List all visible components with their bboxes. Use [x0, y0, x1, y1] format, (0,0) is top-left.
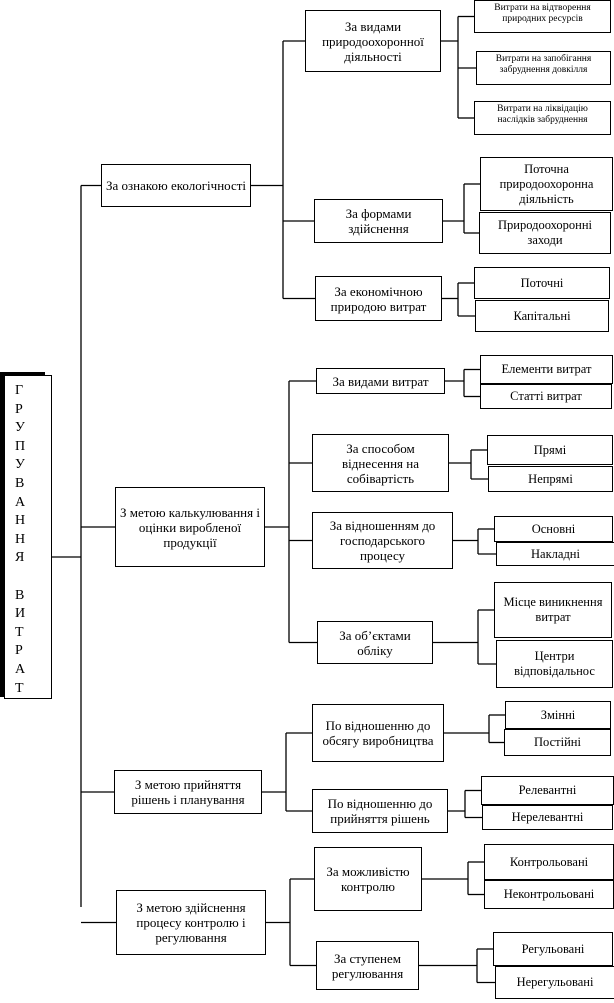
cost-type-box-label: Основні	[531, 521, 576, 536]
subcategory-box-label: За можливістю контролю	[326, 864, 410, 894]
cost-type-box: Витрати на відтворення природних ресурсі…	[474, 0, 611, 33]
cost-type-box: Місце виникнення витрат	[494, 582, 612, 638]
subcategory-box: За можливістю контролю	[314, 847, 422, 911]
subcategory-box: За способом віднесення на собівартість	[312, 434, 449, 492]
category-box: З метою прийняття рішень і планування	[114, 770, 262, 814]
cost-type-box-label: Витрати на запобігання забруднення довкі…	[495, 54, 592, 75]
cost-type-box: Природоохоронні заходи	[479, 212, 611, 254]
cost-type-box-label: Регульовані	[521, 941, 585, 956]
cost-type-box: Релевантні	[481, 776, 614, 805]
cost-type-box: Статті витрат	[480, 384, 612, 409]
cost-type-box: Регульовані	[493, 932, 613, 966]
cost-type-box: Контрольовані	[484, 844, 614, 880]
cost-type-box: Основні	[494, 516, 613, 542]
subcategory-box-label: За формами здійснення	[345, 206, 412, 236]
cost-type-box-label: Неконтрольовані	[503, 887, 595, 901]
subcategory-box-label: За способом віднесення на собівартість	[342, 440, 419, 486]
cost-type-box-label: Поточні	[520, 275, 564, 290]
category-box: З метою калькулювання і оцінки вироблено…	[115, 487, 265, 567]
category-box-label: З метою здійснення процесу контролю і ре…	[136, 900, 246, 945]
cost-type-box: Капітальні	[475, 300, 609, 332]
category-box-label: За ознакою екологічності	[105, 178, 247, 193]
subcategory-box-label: За об’єктами обліку	[339, 627, 411, 658]
cost-type-box: Нерегульовані	[495, 966, 614, 999]
cost-type-box: Непрямі	[488, 466, 613, 492]
cost-type-box-label: Статті витрат	[510, 389, 582, 403]
category-box-label: З метою прийняття рішень і планування	[131, 777, 245, 807]
cost-type-box: Поточна природоохоронна діяльність	[480, 157, 613, 211]
cost-type-box: Витрати на ліквідацію наслідків забрудне…	[474, 101, 611, 135]
cost-type-box: Витрати на запобігання забруднення довкі…	[476, 51, 611, 85]
cost-type-box-label: Непрямі	[528, 471, 573, 486]
cost-type-box: Неконтрольовані	[484, 880, 614, 909]
cost-type-box-label: Нерелевантні	[511, 810, 584, 824]
cost-type-box-label: Нерегульовані	[516, 975, 594, 989]
cost-type-box: Змінні	[505, 701, 611, 729]
subcategory-box-label: За видами витрат	[332, 373, 429, 389]
cost-type-box: Постійні	[504, 729, 611, 756]
cost-type-box: Елементи витрат	[480, 355, 613, 384]
subcategory-box: За видами природоохоронної діяльності	[305, 10, 441, 72]
subcategory-box: За відношенням до господарського процесу	[312, 512, 453, 569]
cost-type-box-label: Змінні	[540, 707, 576, 722]
subcategory-box: За формами здійснення	[314, 199, 443, 243]
cost-type-box-label: Центри відповідальнос	[514, 649, 595, 678]
cost-type-box-label: Поточна природоохоронна діяльність	[499, 161, 594, 206]
subcategory-box: За економічною природою витрат	[315, 276, 442, 321]
subcategory-box: За об’єктами обліку	[317, 621, 433, 664]
subcategory-box-label: За відношенням до господарського процесу	[329, 518, 436, 563]
subcategory-box: По відношенню до обсягу виробництва	[312, 704, 444, 762]
subcategory-box-label: По відношенню до прийняття рішень	[327, 796, 433, 826]
cost-type-box: Накладні	[496, 542, 614, 566]
cost-type-box-label: Накладні	[531, 546, 580, 561]
cost-type-box: Прямі	[487, 435, 613, 465]
subcategory-box-label: За видами природоохоронної діяльності	[322, 18, 424, 64]
cost-type-box-label: Капітальні	[513, 308, 571, 323]
cost-type-box-label: Природоохоронні заходи	[497, 218, 593, 247]
cost-type-box: Нерелевантні	[482, 805, 613, 830]
root-box: Г Р У П У В А Н Н Я В И Т Р А Т	[4, 375, 52, 699]
subcategory-box: По відношенню до прийняття рішень	[312, 789, 448, 833]
subcategory-box-label: За ступенем регулювання	[331, 950, 404, 981]
subcategory-box-label: За економічною природою витрат	[330, 283, 427, 314]
subcategory-box-label: По відношенню до обсягу виробництва	[322, 718, 434, 748]
category-box-label: З метою калькулювання і оцінки вироблено…	[120, 504, 260, 550]
category-box: З метою здійснення процесу контролю і ре…	[116, 890, 266, 955]
cost-type-box-label: Елементи витрат	[501, 362, 592, 376]
subcategory-box: За видами витрат	[316, 368, 445, 394]
cost-type-box: Центри відповідальнос	[496, 640, 613, 688]
cost-type-box-label: Прямі	[533, 442, 567, 457]
cost-type-box-label: Витрати на ліквідацію наслідків забрудне…	[497, 104, 588, 125]
cost-type-box-label: Витрати на відтворення природних ресурсі…	[494, 3, 591, 24]
subcategory-box: За ступенем регулювання	[316, 941, 419, 990]
cost-type-box-label: Релевантні	[518, 783, 577, 797]
cost-type-box-label: Контрольовані	[509, 854, 589, 869]
category-box: За ознакою екологічності	[101, 164, 251, 207]
cost-type-box-label: Постійні	[534, 735, 581, 749]
cost-type-box: Поточні	[474, 267, 610, 299]
root-title: Г Р У П У В А Н Н Я В И Т Р А Т	[15, 383, 26, 696]
cost-type-box-label: Місце виникнення витрат	[503, 595, 603, 624]
